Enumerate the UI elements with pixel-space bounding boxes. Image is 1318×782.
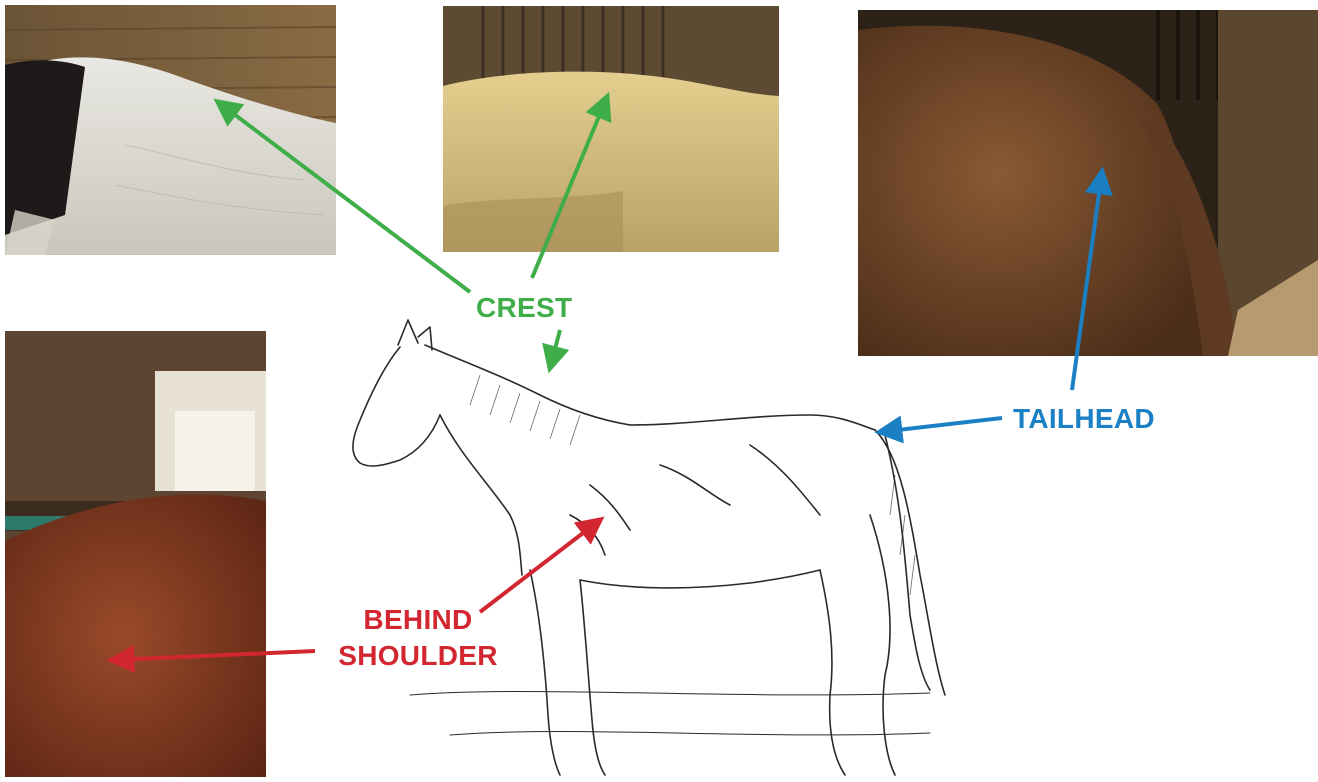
behind-shoulder-line2: SHOULDER	[333, 638, 503, 674]
chestnut-shoulder-photo	[5, 331, 266, 777]
behind-shoulder-label: BEHIND SHOULDER	[333, 602, 503, 674]
palomino-crest-photo	[443, 6, 779, 252]
white-horse-neck-photo	[5, 5, 336, 255]
tailhead-label: TAILHEAD	[1013, 401, 1155, 437]
crest-label: CREST	[476, 290, 572, 326]
horse-line-drawing	[330, 315, 970, 782]
behind-shoulder-line1: BEHIND	[333, 602, 503, 638]
bay-tailhead-photo	[858, 10, 1318, 356]
